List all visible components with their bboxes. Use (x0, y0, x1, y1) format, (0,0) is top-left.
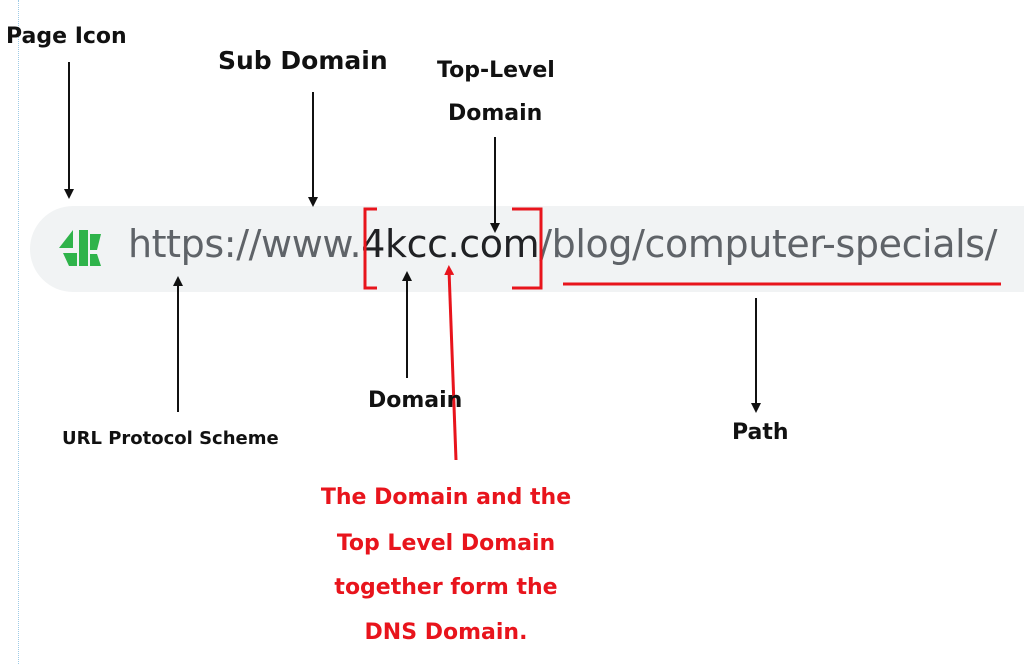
dns-domain-note-line: DNS Domain. (364, 620, 528, 645)
page-left-border (18, 0, 19, 664)
dns-domain-arrow (444, 265, 458, 461)
page-icon-label: Page Icon (6, 24, 127, 49)
dns-domain-note-line: The Domain and the (320, 485, 572, 510)
url-text[interactable]: https://www.4kcc.com/blog/computer-speci… (128, 222, 997, 266)
browser-address-bar[interactable] (30, 206, 1024, 292)
url-path: /blog/computer-specials/ (539, 222, 998, 266)
url-dns-domain: 4kcc.com (361, 222, 540, 266)
4kcc-logo-icon (57, 226, 103, 272)
dns-domain-bracket-left (363, 207, 377, 290)
dns-domain-note-line: Top Level Domain (336, 531, 556, 556)
dns-domain-bracket-right (512, 207, 543, 290)
path-label: Path (732, 420, 789, 445)
url-scheme-subdomain: https://www. (128, 222, 362, 266)
domain-label: Domain (368, 388, 463, 413)
sub-domain-label: Sub Domain (218, 46, 388, 75)
top-level-domain-label-line1: Top-Level (437, 58, 555, 83)
top-level-domain-label-line2: Domain (448, 101, 543, 126)
dns-domain-note-line: together form the (334, 575, 558, 600)
url-protocol-scheme-label: URL Protocol Scheme (62, 428, 279, 449)
